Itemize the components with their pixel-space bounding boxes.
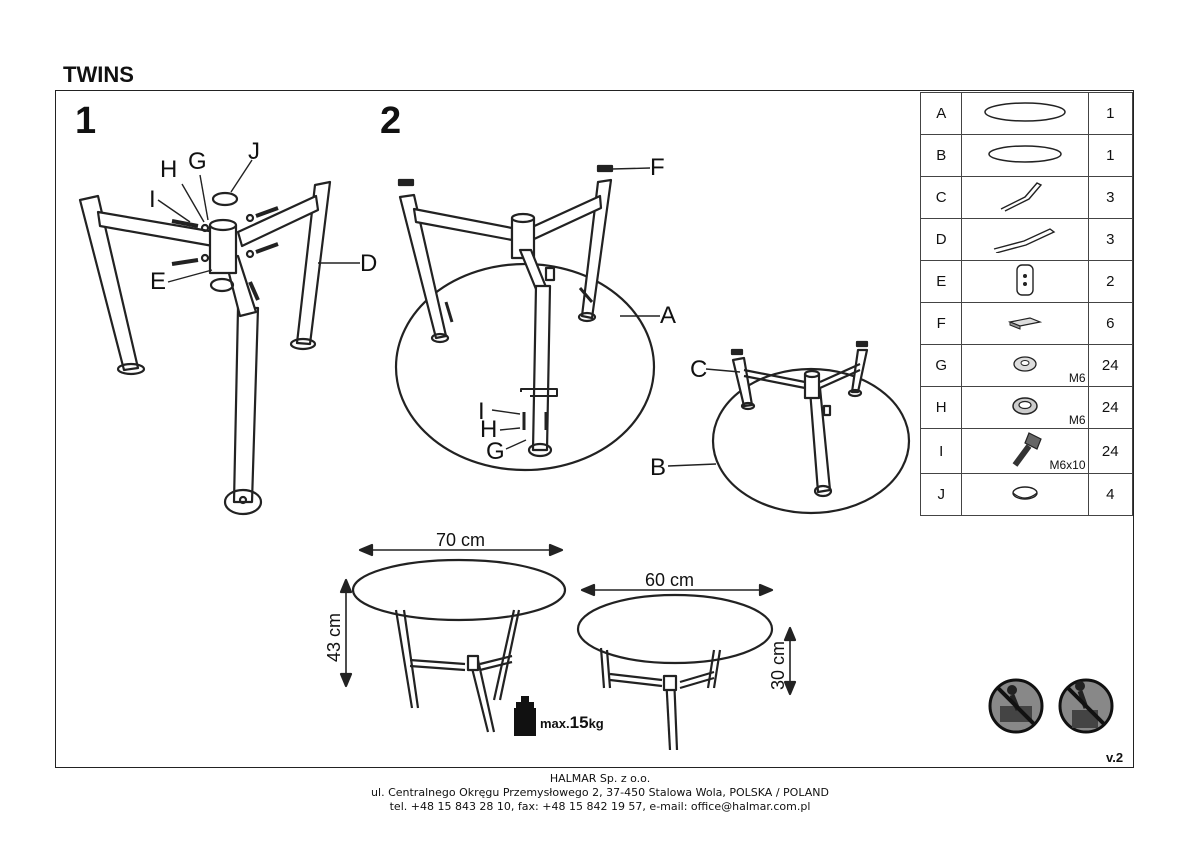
leg-d-icon [993, 227, 1056, 254]
table-row: A 1 [919, 92, 1134, 135]
part-quantity: 24 [1087, 386, 1134, 429]
part-quantity: 24 [1087, 344, 1134, 387]
part-letter: I [919, 428, 963, 474]
max-load-unit: kg [588, 716, 604, 731]
dimension-small-height: 30 cm [768, 640, 788, 690]
table-row: B 1 [919, 134, 1134, 177]
label-i-step1: I [149, 186, 156, 213]
table-row: G M6 24 [919, 344, 1134, 387]
part-picture: M6 [961, 344, 1089, 387]
part-picture [961, 134, 1089, 177]
part-letter: F [919, 302, 963, 345]
part-picture [961, 218, 1089, 261]
spring-washer-icon [1012, 396, 1038, 415]
cap-icon [1012, 485, 1038, 500]
part-size: M6 [1068, 413, 1086, 427]
parts-list-table: A 1 B 1 C 3 D 3 E 2 F 6 [919, 92, 1134, 516]
part-letter: C [919, 176, 963, 219]
part-picture [961, 473, 1089, 516]
document-title: TWINS [63, 62, 134, 87]
part-letter: E [919, 260, 963, 303]
part-picture [961, 302, 1089, 345]
part-letter: A [919, 92, 963, 135]
part-quantity: 3 [1087, 176, 1134, 219]
leg-c-icon [1000, 181, 1043, 212]
weight-icon [514, 696, 536, 736]
table-row: D 3 [919, 218, 1134, 261]
table-row: E 2 [919, 260, 1134, 303]
part-size: M6 [1068, 371, 1086, 385]
part-quantity: 6 [1087, 302, 1134, 345]
footer-address: ul. Centralnego Okręgu Przemysłowego 2, … [371, 786, 829, 799]
footer-contact: tel. +48 15 843 28 10, fax: +48 15 842 1… [389, 800, 811, 813]
max-load-label: max.15kg [540, 713, 604, 733]
connector-icon [1016, 263, 1034, 296]
part-quantity: 3 [1087, 218, 1134, 261]
part-picture [961, 260, 1089, 303]
part-size: M6x10 [1049, 458, 1086, 472]
step1-frame [78, 159, 360, 516]
dimension-big-width: 70 cm [436, 530, 486, 550]
table-row: J 4 [919, 473, 1134, 516]
part-picture [961, 176, 1089, 219]
instruction-frame [55, 90, 1134, 768]
washer-icon [1013, 355, 1037, 372]
step2-small-assembly [667, 340, 911, 515]
step-number-1: 1 [75, 100, 97, 142]
part-letter: B [919, 134, 963, 177]
table-row: F 6 [919, 302, 1134, 345]
no-sitting-icon [1058, 678, 1114, 734]
version-label: v.2 [1106, 750, 1124, 765]
max-load-value: 15 [569, 713, 589, 732]
label-e-step1: E [150, 268, 167, 295]
small-glass-top-icon [988, 144, 1062, 163]
part-letter: G [919, 344, 963, 387]
company-footer: HALMAR Sp. z o.o. ul. Centralnego Okręgu… [0, 772, 1200, 814]
label-b-step2: B [650, 454, 667, 481]
label-h-step2: H [480, 416, 498, 443]
dimension-drawing-small [576, 583, 797, 751]
part-quantity: 4 [1087, 473, 1134, 516]
dimension-big-height: 43 cm [324, 612, 344, 662]
footer-company: HALMAR Sp. z o.o. [549, 772, 651, 785]
part-picture [961, 92, 1089, 135]
part-picture: M6 [961, 386, 1089, 429]
label-c-step2: C [690, 356, 708, 383]
pad-icon [1007, 316, 1043, 330]
label-a-step2: A [660, 302, 677, 329]
dimension-drawing-large [339, 543, 567, 733]
step2-large-assembly [394, 164, 660, 472]
part-quantity: 2 [1087, 260, 1134, 303]
dimension-small-width: 60 cm [645, 570, 695, 590]
label-g-step1: G [188, 148, 207, 175]
label-i-step2: I [478, 398, 485, 425]
part-quantity: 1 [1087, 134, 1134, 177]
part-quantity: 24 [1087, 428, 1134, 474]
table-row: C 3 [919, 176, 1134, 219]
label-d-step1: D [360, 250, 378, 277]
step-number-2: 2 [380, 100, 402, 142]
part-letter: D [919, 218, 963, 261]
part-letter: H [919, 386, 963, 429]
label-g-step2: G [486, 438, 505, 465]
part-quantity: 1 [1087, 92, 1134, 135]
no-standing-icon [988, 678, 1044, 734]
table-row: H M6 24 [919, 386, 1134, 429]
part-letter: J [919, 473, 963, 516]
label-h-step1: H [160, 156, 178, 183]
table-row: I M6x10 24 [919, 428, 1134, 474]
part-picture: M6x10 [961, 428, 1089, 474]
label-f-step2: F [650, 154, 665, 181]
label-j-step1: J [248, 138, 260, 165]
large-glass-top-icon [984, 101, 1066, 122]
bolt-icon [1012, 432, 1042, 467]
max-load-prefix: max. [540, 716, 570, 731]
